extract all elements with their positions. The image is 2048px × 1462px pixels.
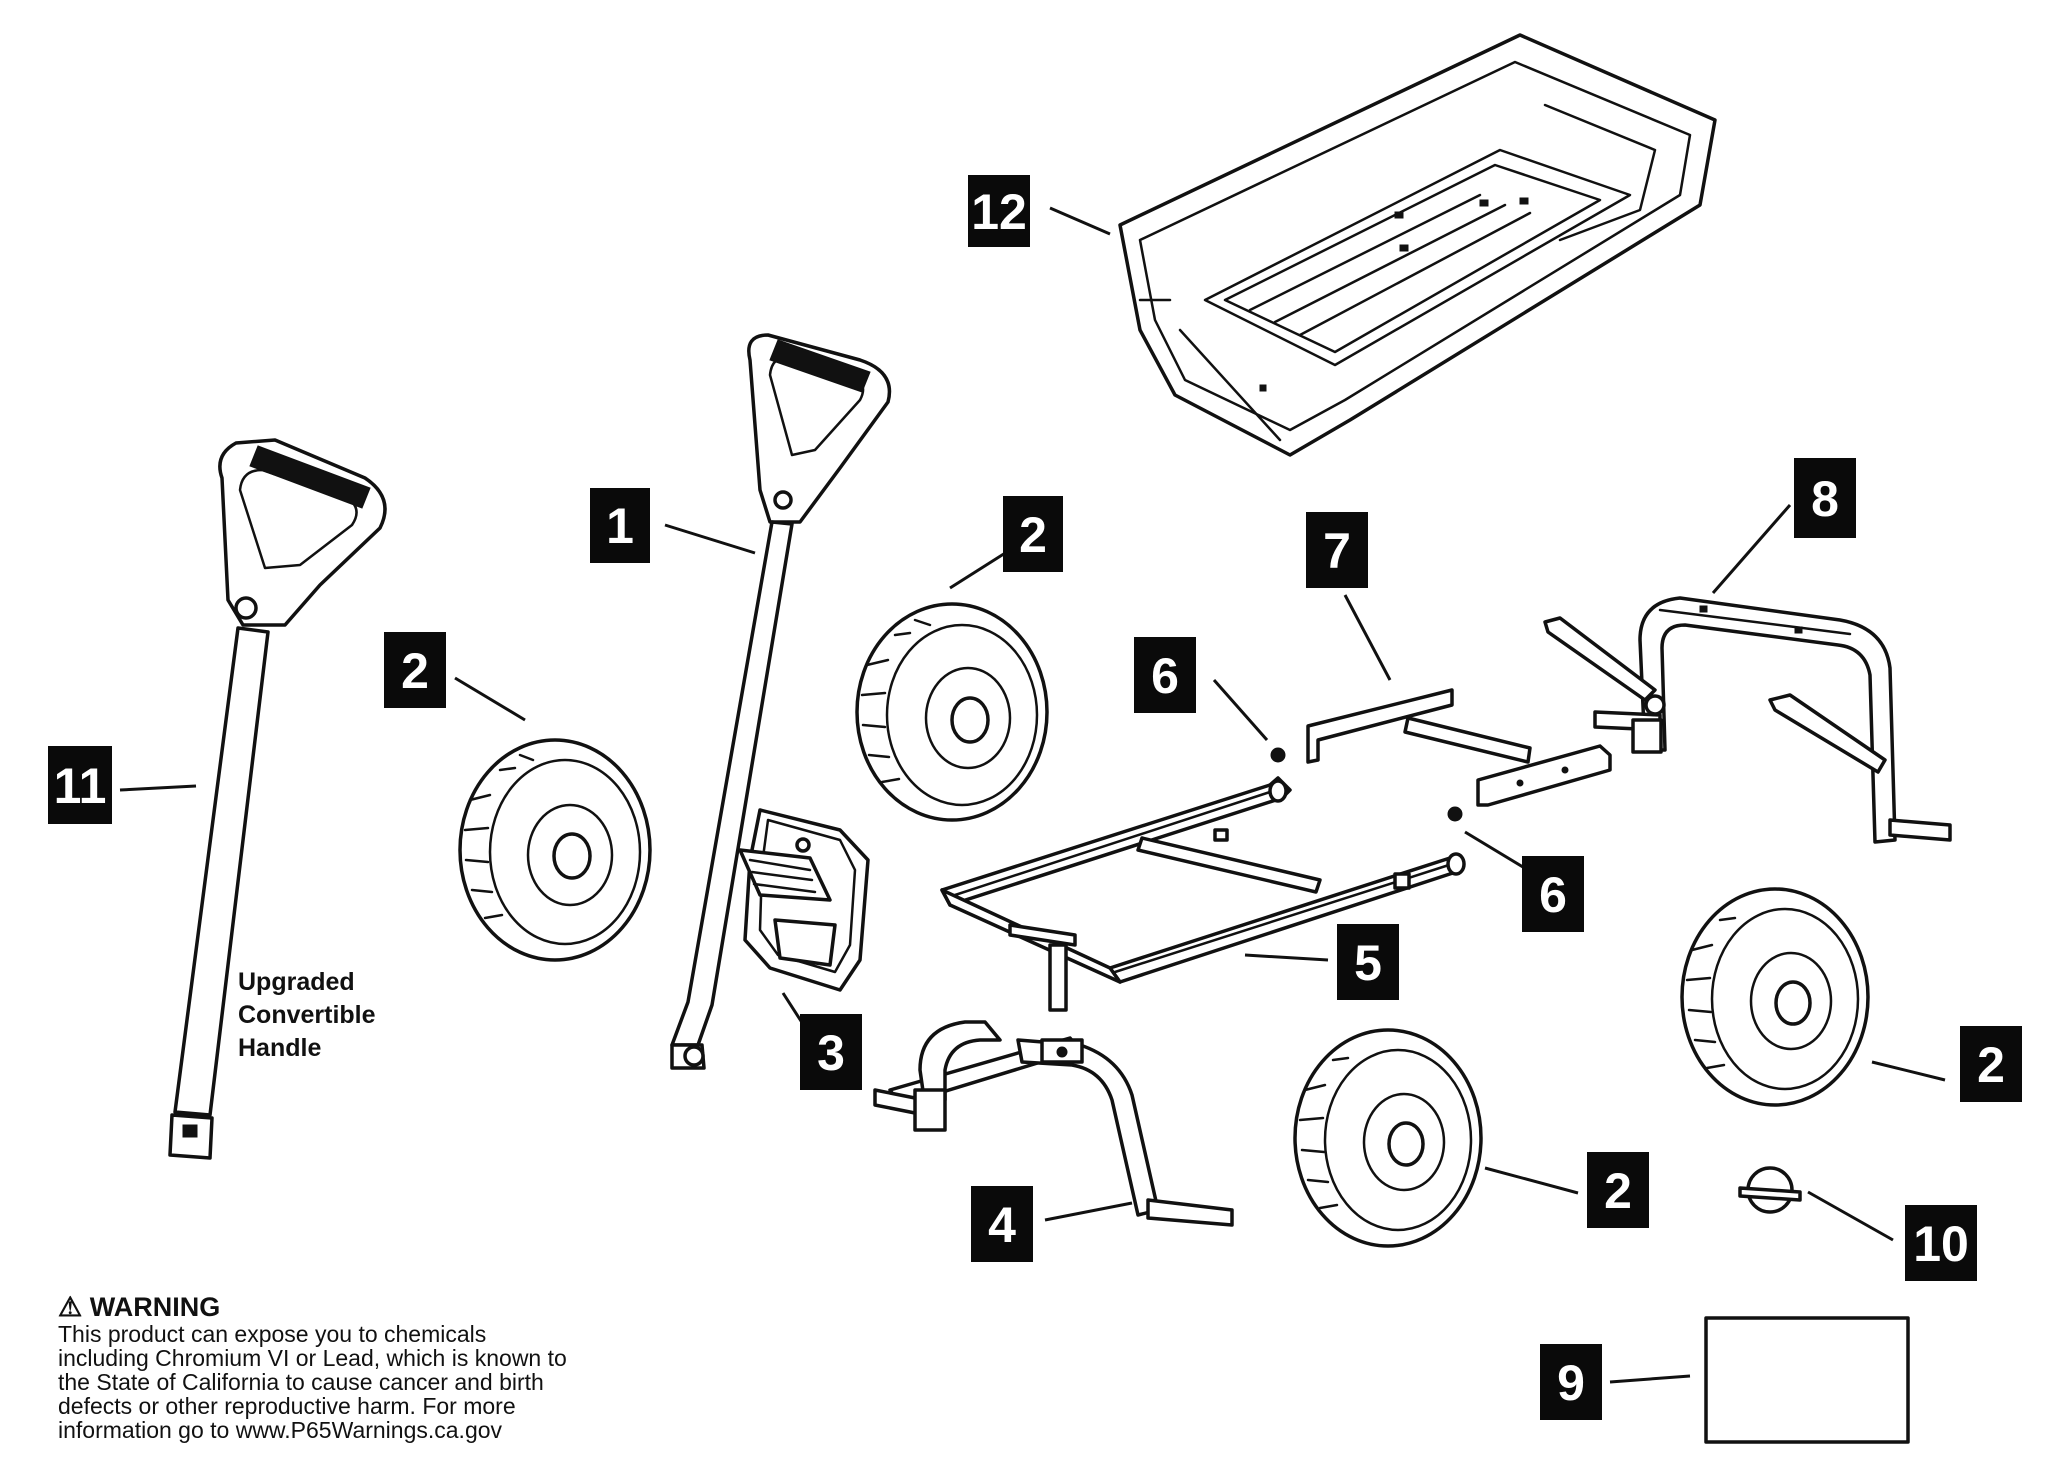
callout-2-lower-center: 2 xyxy=(1587,1152,1649,1228)
callout-1: 1 xyxy=(590,488,650,563)
svg-text:3: 3 xyxy=(817,1025,845,1081)
callout-2-far-right: 2 xyxy=(1960,1026,2022,1102)
part-2-wheel-a xyxy=(458,738,652,962)
svg-text:6: 6 xyxy=(1539,867,1567,923)
part-1-handle xyxy=(670,333,892,1070)
svg-text:9: 9 xyxy=(1557,1355,1585,1411)
svg-text:6: 6 xyxy=(1151,648,1179,704)
part-5-frame xyxy=(940,776,1466,1012)
part-2-wheel-d xyxy=(1680,887,1870,1107)
svg-text:11: 11 xyxy=(54,758,107,814)
svg-text:8: 8 xyxy=(1811,471,1839,527)
callout-5: 5 xyxy=(1337,924,1399,1000)
callout-4: 4 xyxy=(971,1186,1033,1262)
callout-7: 7 xyxy=(1306,512,1368,588)
svg-text:2: 2 xyxy=(1019,507,1047,563)
svg-text:Handle: Handle xyxy=(238,1034,321,1062)
part-11-convertible-handle xyxy=(168,438,387,1160)
part-6-washers xyxy=(1270,747,1463,822)
part-4-front-axle xyxy=(873,1020,1234,1227)
svg-text:2: 2 xyxy=(1977,1037,2005,1093)
warning-title: ⚠ WARNING xyxy=(58,1292,618,1322)
callout-3: 3 xyxy=(800,1014,862,1090)
part-10-hitch-pin xyxy=(1738,1166,1802,1214)
part-7-dump-bracket xyxy=(1306,688,1612,807)
callout-12: 12 xyxy=(968,175,1030,247)
svg-text:2: 2 xyxy=(401,643,429,699)
svg-text:Upgraded: Upgraded xyxy=(238,968,355,996)
svg-text:12: 12 xyxy=(971,184,1027,240)
callout-2-left: 2 xyxy=(384,632,446,708)
warning-triangle-icon: ⚠ xyxy=(58,1292,83,1322)
svg-text:2: 2 xyxy=(1604,1163,1632,1219)
callout-2-upper-right: 2 xyxy=(1003,496,1063,572)
callout-6-upper: 6 xyxy=(1134,637,1196,713)
handle-note: Upgraded Convertible Handle xyxy=(238,968,376,1062)
svg-text:Convertible: Convertible xyxy=(238,1001,376,1029)
callout-6-lower: 6 xyxy=(1522,856,1584,932)
svg-text:7: 7 xyxy=(1323,523,1351,579)
warning-body: This product can expose you to chemicals… xyxy=(58,1321,567,1443)
svg-text:1: 1 xyxy=(606,498,634,554)
part-3-hitch xyxy=(738,808,870,992)
part-8-rear-axle xyxy=(1543,596,1952,844)
callout-10: 10 xyxy=(1905,1205,1977,1281)
callout-11: 11 xyxy=(48,746,112,824)
warning-heading: WARNING xyxy=(89,1292,221,1322)
part-12-tub xyxy=(1118,33,1717,457)
svg-text:10: 10 xyxy=(1913,1216,1969,1272)
prop65-warning: ⚠ WARNING This product can expose you to… xyxy=(58,1292,618,1442)
part-2-wheel-b xyxy=(855,602,1049,822)
part-9-manual xyxy=(1704,1316,1910,1444)
part-2-wheel-c xyxy=(1293,1028,1483,1248)
svg-text:5: 5 xyxy=(1354,935,1382,991)
callout-9: 9 xyxy=(1540,1344,1602,1420)
callout-8: 8 xyxy=(1794,458,1856,538)
svg-text:4: 4 xyxy=(988,1197,1016,1253)
leader-lines xyxy=(119,206,1946,1384)
